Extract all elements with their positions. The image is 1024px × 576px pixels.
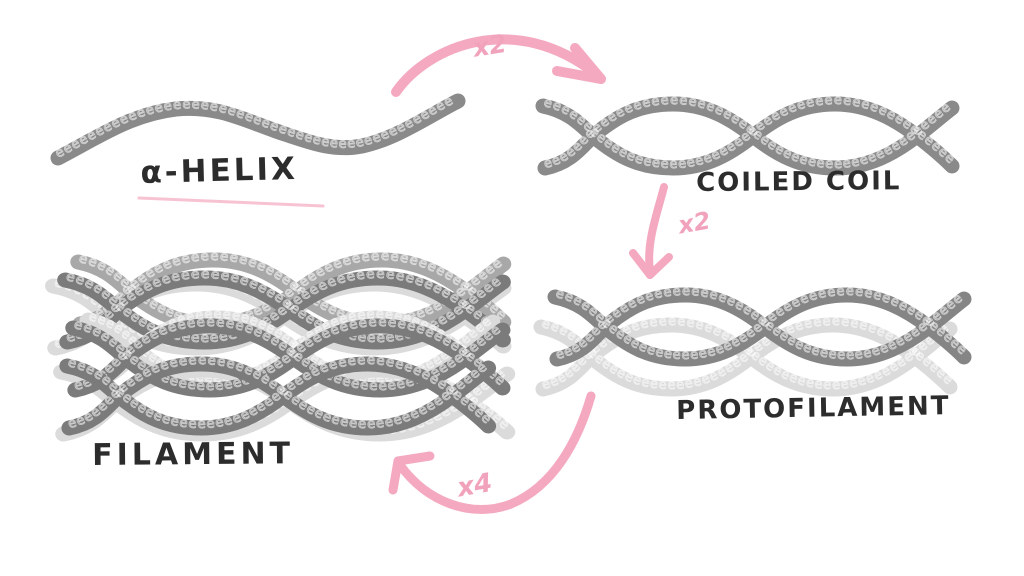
arrow-x4-bottom xyxy=(388,391,596,514)
arrow-x2-right xyxy=(629,183,673,279)
svg-text:eeeeeeeeeeeeeeeeeeeeeeeeeeeeee: eeeeeeeeeeeeeeeeeeeeeeeeeeeeeeeeeeeeeeee… xyxy=(0,0,456,162)
alpha-helix-underline xyxy=(137,196,325,208)
protofilament-drawing xyxy=(534,284,971,393)
multiplier-x4-bottom: x4 xyxy=(455,467,495,504)
protofilament-label: PROTOFILAMENT xyxy=(676,391,951,426)
coiled-coil-label: COILED COIL xyxy=(696,166,902,198)
alpha-helix-label: α-HELIX xyxy=(140,150,299,191)
arrow-x2-top xyxy=(391,34,606,97)
coiled-coil-drawing xyxy=(536,93,959,172)
filament-label: FILAMENT xyxy=(92,436,295,473)
filament-drawing xyxy=(45,249,514,438)
multiplier-x2-top: x2 xyxy=(471,28,509,63)
multiplier-x2-right: x2 xyxy=(676,206,713,240)
